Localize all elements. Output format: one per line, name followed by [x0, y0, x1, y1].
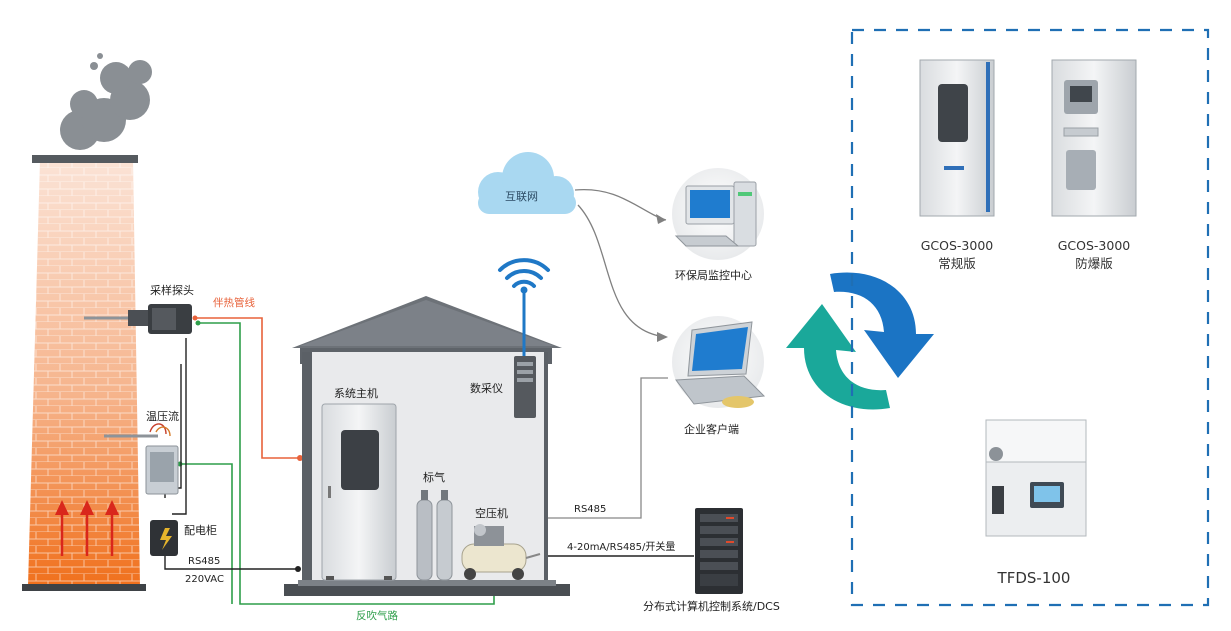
probe-power-line: [172, 338, 187, 515]
label-epb-center: 环保局监控中心: [675, 268, 752, 282]
label-blowback: 反吹气路: [356, 609, 398, 622]
gas-cylinder-icon: [416, 490, 453, 581]
tfds-analyzer: [985, 419, 1087, 537]
air-compressor-icon: [461, 524, 541, 580]
label-rs485-right: RS485: [574, 504, 606, 515]
label-std-gas: 标气: [423, 470, 445, 484]
system-host-cabinet: [321, 403, 397, 581]
desktop-computer-icon: [672, 168, 764, 260]
label-air-compressor: 空压机: [475, 506, 508, 520]
label-dcs: 分布式计算机控制系统/DCS: [643, 599, 780, 613]
heat-trace-line: [193, 317, 300, 459]
label-tfds: TFDS-100: [997, 569, 1071, 587]
internet-to-epb-line: [574, 188, 667, 221]
chimney: [22, 53, 152, 591]
label-sampling-probe: 采样探头: [150, 283, 194, 297]
rs485-right-line: [548, 377, 668, 519]
smoke-icon: [60, 53, 152, 150]
label-temp-pressure-flow: 温压流: [146, 409, 179, 423]
power-cabinet: [150, 520, 178, 556]
product-panel-border: [850, 28, 1210, 607]
label-rs485-left: RS485: [188, 556, 220, 567]
gcos-standard-cabinet: [919, 59, 995, 217]
label-data-logger: 数采仪: [470, 382, 503, 395]
label-signal-types: 4-20mA/RS485/开关量: [567, 540, 675, 553]
label-power-cabinet: 配电柜: [184, 524, 217, 537]
cycle-arrows-icon: [786, 272, 934, 410]
label-vac: 220VAC: [185, 574, 224, 585]
temp-pressure-flow-meter: [104, 423, 179, 495]
wifi-icon: [498, 258, 550, 294]
label-internet: 互联网: [505, 190, 538, 203]
laptop-icon: [672, 316, 766, 408]
flue-gas-arrows: [55, 500, 119, 556]
label-heat-trace: 伴热管线: [213, 296, 255, 309]
cloud-icon: [478, 152, 576, 214]
connection-lines: [164, 188, 694, 605]
label-gcos-std-model: GCOS-3000: [921, 238, 994, 253]
rs485-left-line: [164, 556, 298, 570]
label-system-host: 系统主机: [334, 386, 378, 400]
sampling-probe: [84, 304, 192, 334]
label-enterprise-client: 企业客户端: [684, 422, 739, 436]
label-gcos-ex-model: GCOS-3000: [1058, 238, 1131, 253]
internet-to-client-line: [577, 204, 667, 338]
label-gcos-ex-ver: 防爆版: [1075, 256, 1113, 271]
server-rack-icon: [695, 508, 743, 594]
blowback-line: [196, 322, 495, 605]
label-gcos-std-ver: 常规版: [938, 256, 976, 271]
gcos-explosion-proof-cabinet: [1051, 59, 1137, 217]
data-logger: [498, 258, 550, 418]
